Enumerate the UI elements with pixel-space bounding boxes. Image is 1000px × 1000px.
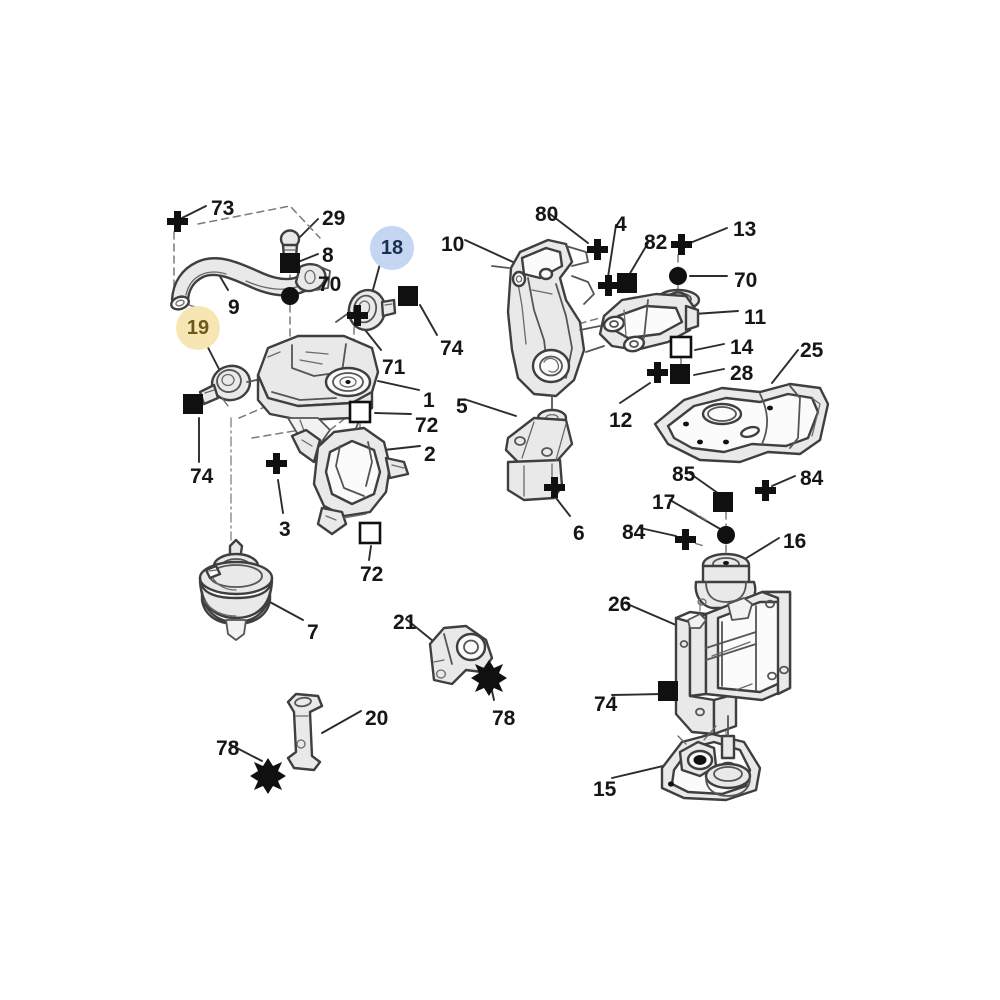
label-78a: 78 — [492, 707, 516, 730]
part-26-cradle-mount-bracket — [674, 590, 792, 736]
label-70b: 70 — [734, 269, 758, 292]
label-78b: 78 — [216, 737, 240, 760]
label-21: 21 — [393, 611, 417, 634]
label-85: 85 — [672, 463, 696, 486]
part-15-rear-mount-support — [660, 715, 762, 802]
label-15: 15 — [593, 778, 617, 801]
label-74c: 74 — [594, 693, 618, 716]
marker-group-star — [250, 660, 507, 794]
part-18-rubber-bush — [335, 288, 397, 332]
label-72a: 72 — [415, 414, 439, 437]
label-6: 6 — [573, 522, 585, 545]
label-73: 73 — [211, 197, 235, 220]
label-9: 9 — [228, 296, 240, 319]
label-4: 4 — [615, 213, 627, 236]
marker-group-square-filled — [183, 253, 733, 701]
label-2: 2 — [424, 443, 436, 466]
label-11: 11 — [744, 306, 767, 329]
badge-18[interactable]: 18 — [370, 226, 414, 270]
label-25: 25 — [800, 339, 824, 362]
label-20: 20 — [365, 707, 389, 730]
label-10: 10 — [441, 233, 465, 256]
label-80: 80 — [535, 203, 559, 226]
label-28: 28 — [730, 362, 754, 385]
label-84b: 84 — [622, 521, 646, 544]
marker-group-cross — [167, 211, 776, 550]
label-84a: 84 — [800, 467, 824, 490]
label-29: 29 — [322, 207, 346, 230]
label-1: 1 — [423, 389, 435, 412]
label-16: 16 — [783, 530, 807, 553]
label-12: 12 — [609, 409, 633, 432]
part-10-gearbox-mount-bracket — [491, 238, 595, 415]
label-13: 13 — [733, 218, 757, 241]
marker-group-square-open — [348, 335, 693, 545]
label-70a: 70 — [318, 273, 342, 296]
marker-group-circle-filled — [281, 267, 735, 544]
label-74b: 74 — [190, 465, 214, 488]
label-26: 26 — [608, 593, 632, 616]
label-5: 5 — [456, 395, 468, 418]
label-72b: 72 — [360, 563, 384, 586]
label-14: 14 — [730, 336, 754, 359]
badge-19[interactable]: 19 — [176, 306, 220, 350]
label-82: 82 — [644, 231, 668, 254]
label-3: 3 — [279, 518, 291, 541]
label-8: 8 — [322, 244, 334, 267]
label-17: 17 — [652, 491, 676, 514]
part-25-heat-shield-plate — [653, 382, 830, 464]
part-9-curved-strut-rod — [170, 257, 331, 311]
part-7-hydraulic-engine-mount — [198, 538, 274, 641]
part-19-rubber-bush — [198, 364, 267, 407]
part-20-mounting-strap — [286, 692, 324, 772]
label-71: 71 — [382, 356, 406, 379]
part-5-triangular-support-bracket — [504, 408, 574, 502]
part-2-lower-mount-bracket — [290, 413, 410, 536]
part-21-torque-reaction-link — [428, 624, 494, 686]
label-7: 7 — [307, 621, 319, 644]
label-74a: 74 — [440, 337, 464, 360]
